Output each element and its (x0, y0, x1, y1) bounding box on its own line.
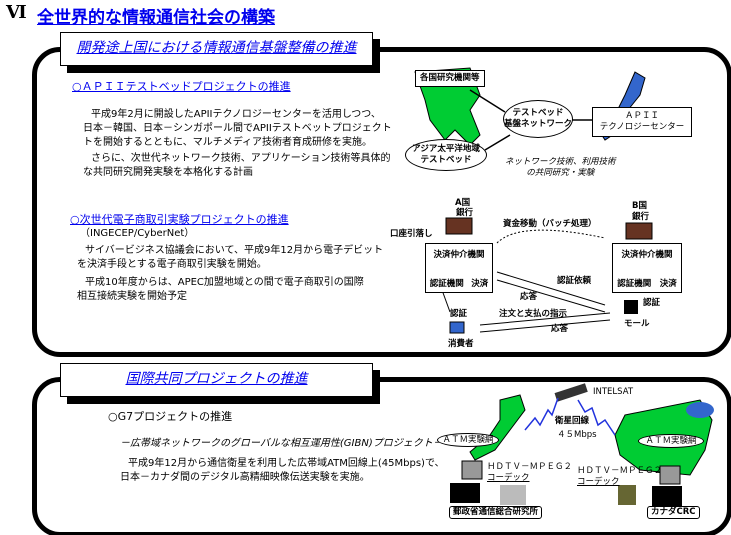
bank-b-label: 銀行 (632, 212, 650, 222)
text-line: ＨＤＴＶ－ＭＰＥＧ２ (577, 466, 663, 476)
settlement-box-b: 決済仲介機関 認証機関決済 (612, 243, 682, 293)
uplink-line (524, 397, 559, 431)
g7-subtitle: －広帯域ネットワークのグローバルな相互運用性(GIBN)プロジェクト－ (120, 438, 443, 449)
response2-label: 応答 (551, 324, 569, 334)
downlink-line (577, 399, 616, 436)
panel2-label[interactable]: 国際共同プロジェクトの推進 (125, 371, 308, 387)
text-line: テストベッド (512, 108, 564, 118)
text-line: 基盤ネットワーク (504, 119, 573, 129)
research-orgs-box: 各国研究機関等 (415, 70, 485, 87)
transfer-arrow (496, 229, 606, 244)
ecommerce-para1: サイバービジネス協議会において、平成9年12月から電子デビット を決済手段とする… (77, 244, 383, 272)
text-line: ネットワーク技術、利用技術 (505, 157, 616, 167)
country-a-label: A国 (455, 198, 471, 208)
text-line: 決済仲介機関 (621, 250, 673, 260)
speed-label: ４５Mbps (557, 430, 597, 440)
text-line: アジア太平洋地域 (412, 144, 480, 154)
text-line: 決済 (659, 279, 677, 289)
lab-jp-box: 郵政省通信総合研究所 (449, 506, 543, 519)
link-label: 衛星回線 (555, 416, 590, 426)
text-line: ＨＤＴＶ－ＭＰＥＧ２ (487, 462, 573, 472)
order-label: 注文と支払の指示 (499, 309, 568, 319)
text-line: テクノロジーセンター (599, 122, 685, 132)
text-line: トを開始するとともに、マルチメディア技術者育成研修を実施。 (83, 137, 372, 148)
g7-heading: ○G7プロジェクトの推進 (108, 410, 233, 423)
debit-label: 口座引落し (390, 229, 433, 239)
panel2-label-box: 国際共同プロジェクトの推進 (60, 363, 373, 397)
text-line: テストベッド (420, 155, 472, 165)
atm-ca-ellipse: ＡＴＭ実験網 (638, 434, 704, 448)
ecommerce-heading[interactable]: ○次世代電子商取引実験プロジェクトの推進 (70, 213, 289, 226)
auth-label: 認証 (450, 309, 468, 319)
panel1-frame (32, 47, 731, 357)
text-line: 平成10年度からは、APEC加盟地域との間で電子商取引の国際 (85, 277, 364, 288)
mall-auth-label: 認証 (643, 298, 661, 308)
text-line: サイバービジネス協議会において、平成9年12月から電子デビット (85, 245, 384, 256)
text-line: 平成9年2月に開設したAPIIテクノロジーセンターを活用しつつ、 (91, 109, 381, 120)
bank-b-icon (625, 222, 653, 240)
asia-testbed-ellipse: アジア太平洋地域テストベッド (405, 139, 487, 171)
mall-label: モール (624, 319, 650, 329)
section-number: Ⅵ (6, 2, 27, 23)
text-line: さらに、次世代ネットワーク技術、アプリケーション技術等具体的 (91, 153, 391, 164)
satellite-icon (554, 383, 588, 402)
text-line: な共同研究開発実験を本格化する計画 (83, 167, 253, 178)
text-line: コーデック (577, 477, 620, 487)
text-line: を決済手段とする電子商取引実験を開始。 (77, 259, 267, 270)
text-line: 決済 (471, 279, 489, 289)
consumer-icon (449, 321, 465, 334)
page-title[interactable]: 全世界的な情報通信社会の構築 (37, 8, 275, 28)
text-line: 認証機関 (617, 279, 652, 289)
ecommerce-subtitle: （INGECEP/CyberNet） (80, 228, 195, 239)
bank-a-label: 銀行 (456, 208, 474, 218)
text-line: の共同研究・実験 (526, 168, 595, 178)
atm-jp-ellipse: ＡＴＭ実験網 (437, 433, 499, 447)
country-b-label: B国 (632, 201, 647, 211)
consumer-label: 消費者 (448, 339, 474, 349)
panel1-label-box: 開発途上国における情報通信基盤整備の推進 (60, 32, 373, 66)
satellite-label: INTELSAT (593, 387, 634, 397)
text-line: コーデック (487, 473, 530, 483)
text-line: 相互接続実験を開始予定 (77, 291, 187, 302)
ecommerce-para2: 平成10年度からは、APEC加盟地域との間で電子商取引の国際 相互接続実験を開始… (77, 276, 364, 304)
text-line: 認証機関 (429, 279, 464, 289)
network-ellipse: テストベッド基盤ネットワーク (503, 100, 573, 138)
auth-request-label: 認証依頼 (557, 276, 592, 286)
text-line: 平成9年12月から通信衛星を利用した広帯域ATM回線上(45Mbps)で、 (128, 458, 445, 469)
apii-heading[interactable]: ○ＡＰＩＩテストベッドプロジェクトの推進 (72, 80, 291, 93)
bank-a-icon (445, 217, 473, 235)
g7-para: 平成9年12月から通信衛星を利用した広帯域ATM回線上(45Mbps)で、 日本… (120, 457, 445, 485)
settlement-box-a: 決済仲介機関 認証機関決済 (425, 243, 493, 293)
apii-para2: さらに、次世代ネットワーク技術、アプリケーション技術等具体的 な共同研究開発実験… (83, 152, 391, 180)
text-line: 日本－カナダ間のデジタル高精細映像伝送実験を実施。 (120, 472, 370, 483)
response1-label: 応答 (520, 292, 538, 302)
text-line: 決済仲介機関 (433, 250, 485, 260)
apii-para1: 平成9年2月に開設したAPIIテクノロジーセンターを活用しつつ、 日本－韓国、日… (83, 108, 392, 150)
text-line: 日本－韓国、日本－シンガポール間でAPIIテストベットプロジェクト (83, 123, 392, 134)
mall-icon (624, 300, 638, 314)
text-line: ＡＰＩＩ (624, 111, 659, 121)
lab-ca-box: カナダCRC (647, 506, 700, 519)
apii-caption: ネットワーク技術、利用技術の共同研究・実験 (505, 157, 616, 179)
panel1-label[interactable]: 開発途上国における情報通信基盤整備の推進 (76, 40, 357, 56)
transfer-label: 資金移動（バッチ処理） (503, 219, 597, 229)
panel2-frame (32, 377, 731, 535)
